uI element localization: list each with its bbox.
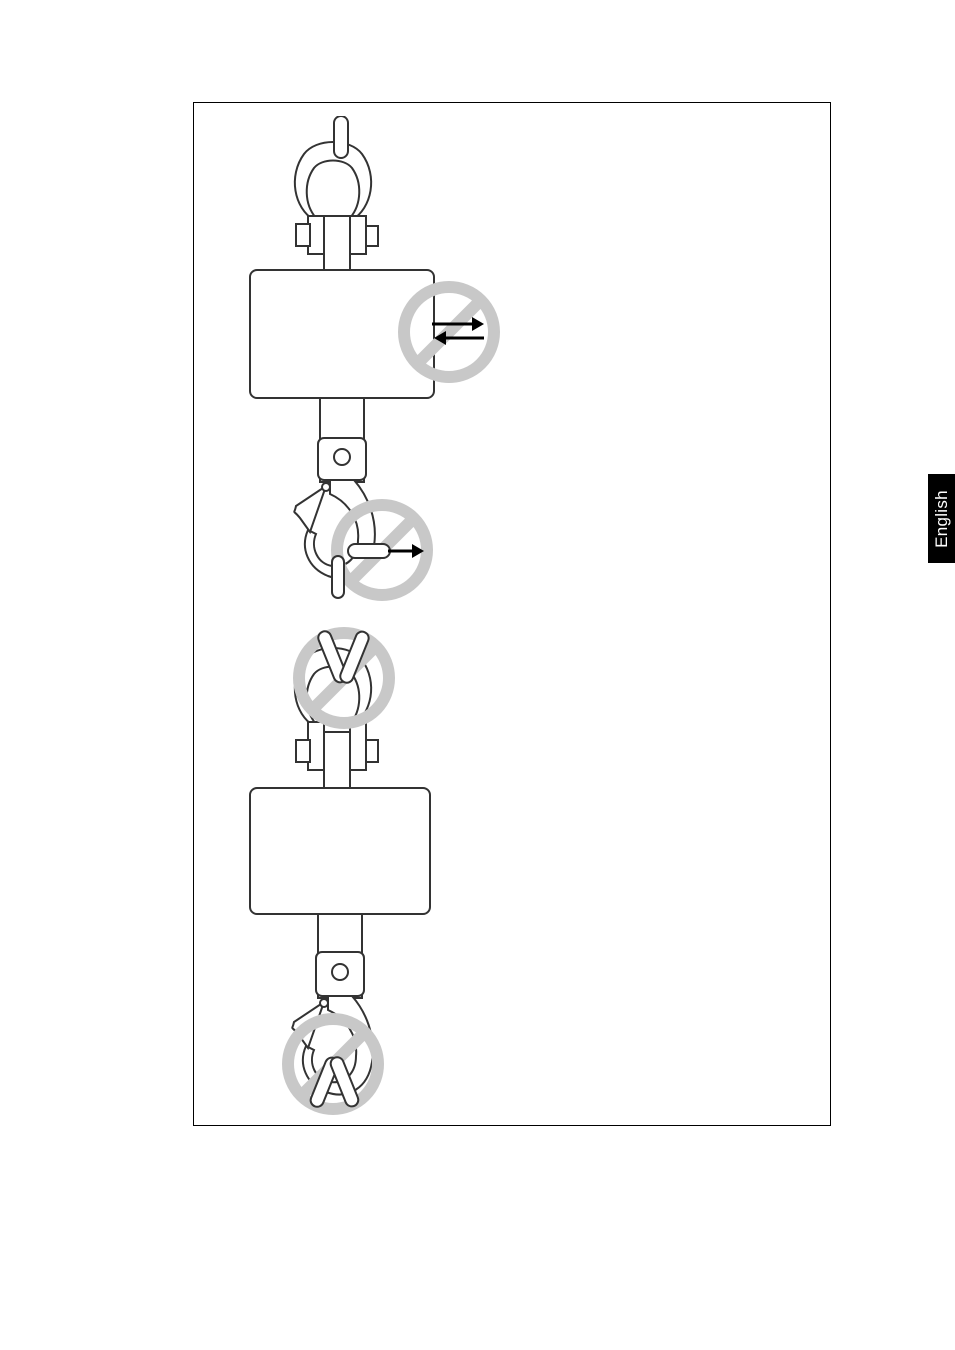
language-tab-label: English: [932, 490, 952, 548]
language-tab: English: [928, 474, 955, 563]
crane-scale-illustration-top: [238, 116, 500, 606]
crane-scale-illustration-bottom: [238, 626, 438, 1118]
swivel-icon: [318, 438, 366, 480]
shackle-icon: [295, 116, 378, 270]
swivel-icon: [316, 952, 364, 996]
scale-body-icon: [250, 788, 430, 914]
